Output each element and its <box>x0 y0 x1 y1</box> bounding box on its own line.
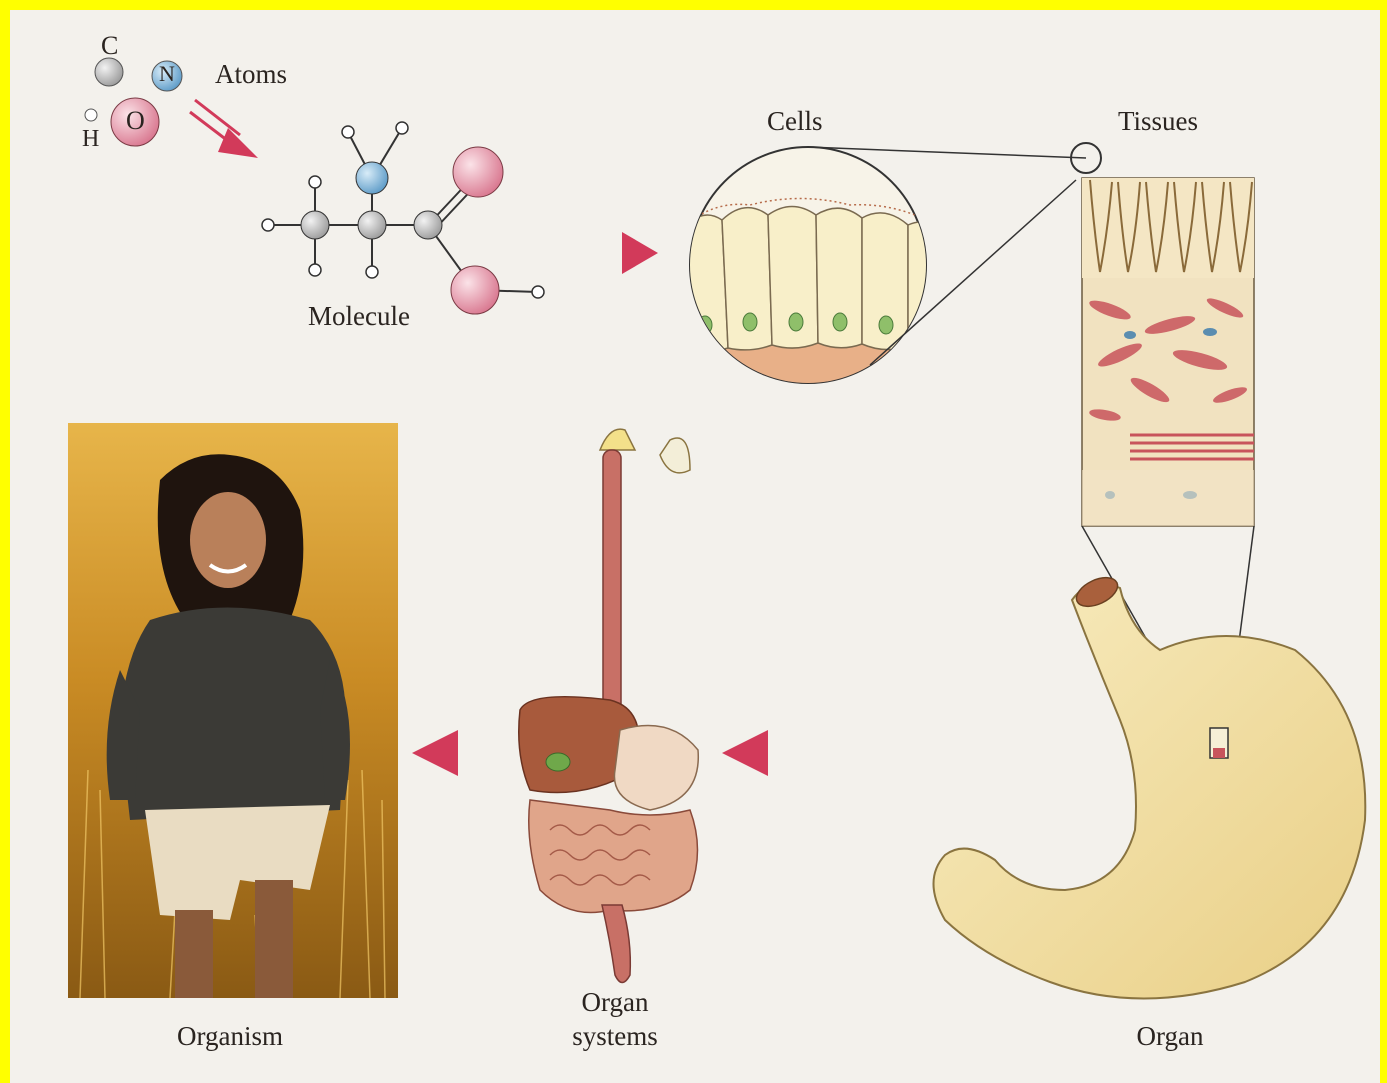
label-cells: Cells <box>767 107 823 137</box>
carbon-atom <box>95 58 123 86</box>
systems-to-organism-arrow <box>412 730 510 776</box>
organism-photo <box>68 423 398 998</box>
label-organ-systems-line1: Organ <box>550 988 680 1018</box>
atom-symbol-nitrogen: N <box>159 62 175 86</box>
organ-illustration <box>934 572 1366 999</box>
label-molecule: Molecule <box>308 302 410 332</box>
label-tissues: Tissues <box>1118 107 1198 137</box>
atom-symbol-hydrogen: H <box>82 126 99 152</box>
label-organ: Organ <box>1110 1022 1230 1052</box>
atom-symbol-oxygen: O <box>126 107 145 136</box>
tissues-illustration <box>1082 178 1254 526</box>
hydrogen-atom <box>85 109 97 121</box>
atom-symbol-carbon: C <box>101 32 118 61</box>
label-organism: Organism <box>160 1022 300 1052</box>
molecule-atoms <box>262 122 544 314</box>
organ-to-systems-arrow <box>722 730 1105 776</box>
molecule-to-cells-arrow <box>542 232 658 274</box>
diagram-frame: C N O H Atoms Molecule Cells Tissues Org… <box>10 10 1380 1083</box>
diagram-canvas <box>10 10 1380 1083</box>
molecule-group <box>268 128 538 292</box>
label-atoms: Atoms <box>215 60 287 90</box>
organ-systems-illustration <box>519 429 699 982</box>
cells-illustration <box>670 147 950 390</box>
label-organ-systems-line2: systems <box>550 1022 680 1052</box>
